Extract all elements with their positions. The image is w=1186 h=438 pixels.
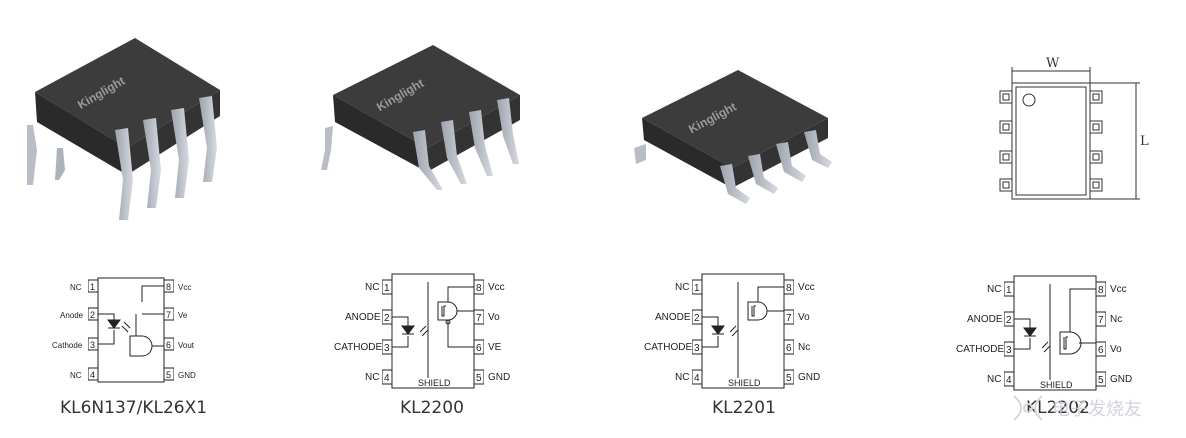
shield-label: SHIELD xyxy=(1040,380,1073,390)
pin-label: CATHODE xyxy=(956,344,1005,355)
pin-label: Ve xyxy=(178,311,188,320)
pin-label: Vo xyxy=(488,312,500,323)
pin-label: GND xyxy=(488,372,511,383)
pin-number: 1 xyxy=(694,283,700,294)
pin-label: Nc xyxy=(798,342,811,353)
pin-number: 7 xyxy=(476,313,482,324)
part-caption: KL2201 xyxy=(712,398,776,418)
pin-number: 7 xyxy=(166,310,171,320)
pin-label: Vcc xyxy=(1110,284,1127,295)
pin-number: 3 xyxy=(1006,345,1012,356)
watermark-logo xyxy=(1008,388,1048,433)
part-caption: KL2202 xyxy=(1026,398,1090,418)
pin-label: CATHODE xyxy=(644,342,693,353)
pin-number: 5 xyxy=(1098,375,1104,386)
dip-package-image-1: Kinglight xyxy=(15,30,225,225)
pin-number: 6 xyxy=(786,343,792,354)
length-label: L xyxy=(1140,134,1149,149)
pin-number: 1 xyxy=(384,283,390,294)
pin-number: 8 xyxy=(1098,285,1104,296)
pin-label: NC xyxy=(987,284,1002,295)
pin-number: 2 xyxy=(384,313,390,324)
pin-label: Vout xyxy=(178,341,195,350)
part-caption: KL2200 xyxy=(400,398,464,418)
pin-number: 2 xyxy=(1006,315,1012,326)
pin-label: Nc xyxy=(1110,314,1123,325)
pin-label: ANODE xyxy=(655,312,691,323)
width-label: W xyxy=(1046,56,1060,71)
pin-label: NC xyxy=(675,282,690,293)
pin-number: 4 xyxy=(384,373,390,384)
pin-number: 4 xyxy=(694,373,700,384)
pin-number: 6 xyxy=(166,340,171,350)
pin-number: 2 xyxy=(694,313,700,324)
pin-number: 3 xyxy=(694,343,700,354)
pin-number: 3 xyxy=(90,340,95,350)
pin-number: 1 xyxy=(1006,285,1012,296)
pin-label: GND xyxy=(798,372,821,383)
pin-number: 4 xyxy=(1006,375,1012,386)
pin-number: 1 xyxy=(90,282,95,292)
pin-number: 7 xyxy=(786,313,792,324)
pin-label: NC xyxy=(70,371,82,380)
pin-label: Vo xyxy=(1110,344,1122,355)
pin-label: ANODE xyxy=(967,314,1003,325)
dip-gullwing-package-image: Kinglight xyxy=(315,40,525,215)
pin-number: 5 xyxy=(166,370,171,380)
shield-label: SHIELD xyxy=(728,378,761,388)
part-caption: KL6N137/KL26X1 xyxy=(60,398,208,418)
pin-label: NC xyxy=(365,282,380,293)
shield-label: SHIELD xyxy=(418,378,451,388)
pin-label: ANODE xyxy=(345,312,381,323)
pin-label: Vcc xyxy=(488,282,505,293)
pin-number: 8 xyxy=(786,283,792,294)
pin-number: 6 xyxy=(476,343,482,354)
pin-label: Anode xyxy=(60,311,84,320)
pin-label: GND xyxy=(178,371,196,380)
pin-label: Cathode xyxy=(52,341,83,350)
pin-number: 8 xyxy=(166,282,171,292)
pin-number: 4 xyxy=(90,370,95,380)
pin-number: 6 xyxy=(1098,345,1104,356)
pin-label: Vcc xyxy=(178,283,192,292)
pin-number: 8 xyxy=(476,283,482,294)
pin-label: Vo xyxy=(798,312,810,323)
pin-number: 2 xyxy=(90,310,95,320)
pin-label: NC xyxy=(675,372,690,383)
pin-number: 5 xyxy=(476,373,482,384)
pin-label: GND xyxy=(1110,374,1133,385)
pin-label: NC xyxy=(987,374,1002,385)
smd-package-image: Kinglight xyxy=(628,60,838,210)
pin-number: 5 xyxy=(786,373,792,384)
pin-label: NC xyxy=(70,283,82,292)
package-outline-drawing: W L xyxy=(990,55,1160,210)
pin-number: 3 xyxy=(384,343,390,354)
pin-label: NC xyxy=(365,372,380,383)
watermark-text: 电子发烧友 xyxy=(1052,399,1142,420)
pin-number: 7 xyxy=(1098,315,1104,326)
pin-label: VE xyxy=(488,342,502,353)
pin-label: Vcc xyxy=(798,282,815,293)
pin-label: CATHODE xyxy=(334,342,383,353)
